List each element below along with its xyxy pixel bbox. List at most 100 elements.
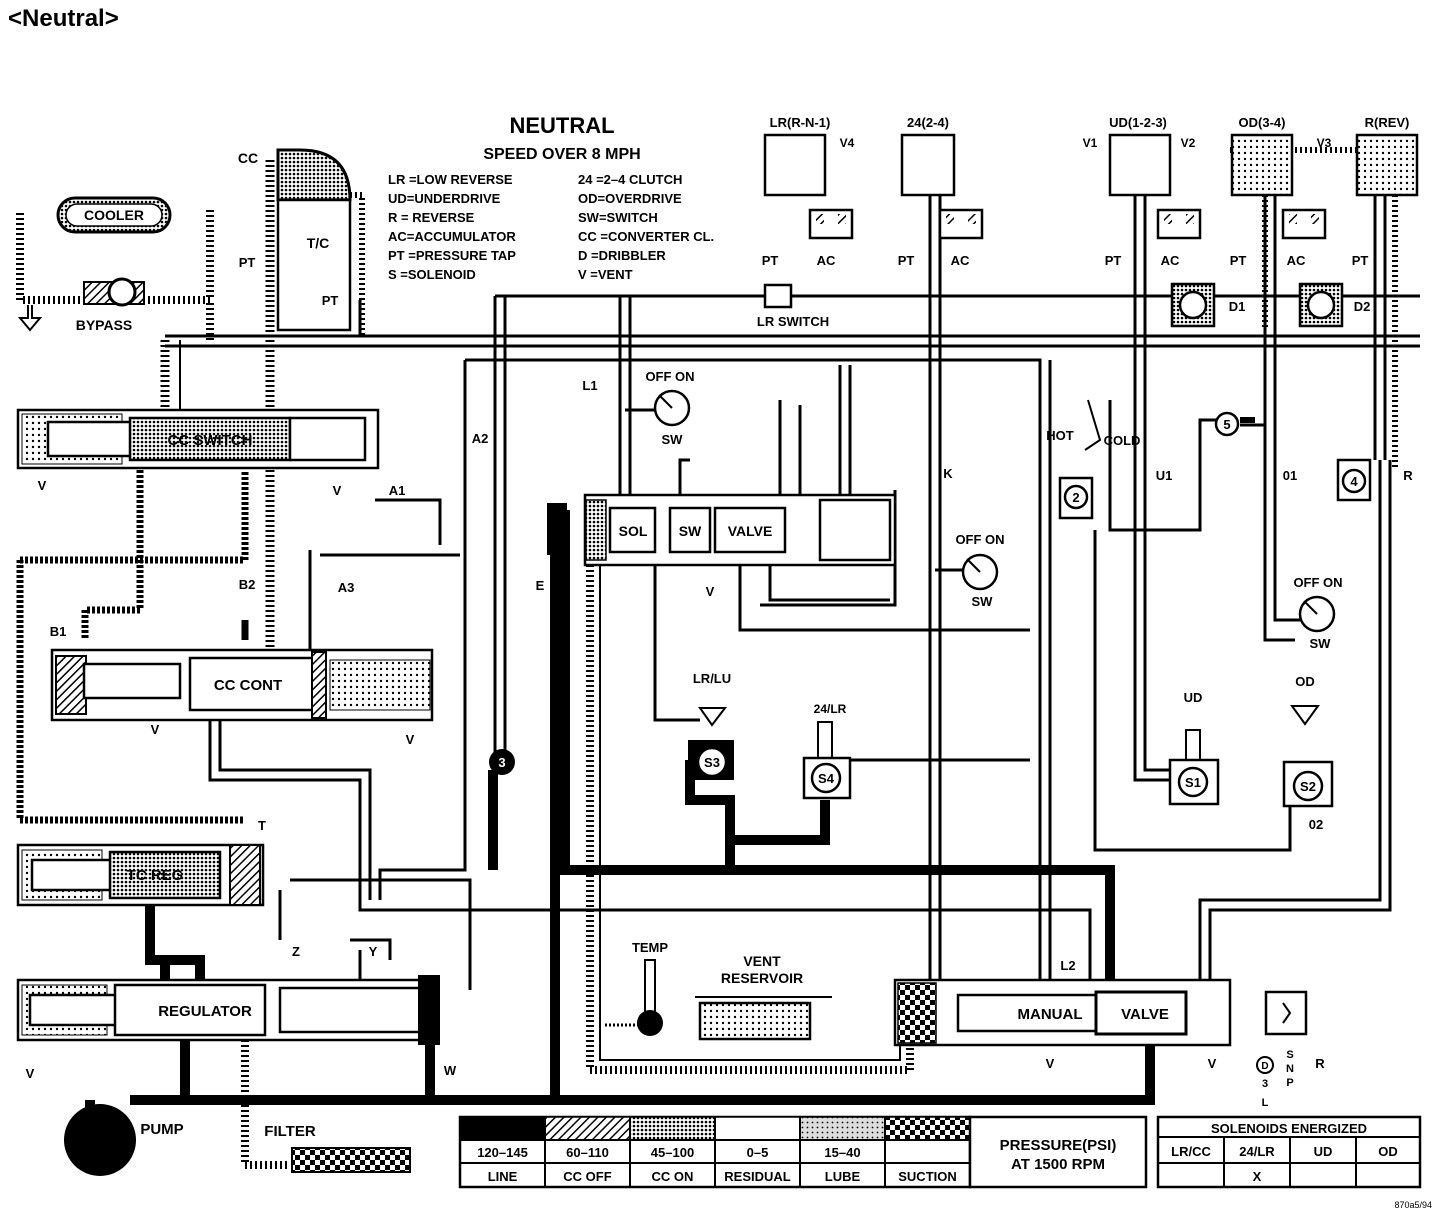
abbrev-od: OD=OVERDRIVE: [578, 191, 682, 206]
check-ball-5-label: 5: [1223, 417, 1230, 432]
gear-r-label: R: [1315, 1056, 1325, 1071]
abbrev-24: 24 =2–4 CLUTCH: [578, 172, 682, 187]
legend-range-2: 45–100: [651, 1145, 694, 1160]
pressure-regulator-valve: REGULATOR V W Z Y: [16, 944, 457, 1081]
clutch-rev: R(REV) PT: [1352, 115, 1419, 268]
cooler-label: COOLER: [84, 207, 144, 223]
abbreviation-legend: LR =LOW REVERSE UD=UNDERDRIVE R = REVERS…: [388, 172, 714, 282]
regulator-vent: V: [26, 1066, 35, 1081]
clutch-lr: LR(R-N-1) V4 PT AC LR SWITCH: [757, 115, 855, 329]
clutch-lr-label: LR(R-N-1): [770, 115, 831, 130]
rev-pt-label: PT: [1352, 253, 1369, 268]
solenoid-s3: LR/LU S3: [688, 671, 734, 780]
abbrev-v: V =VENT: [578, 267, 633, 282]
vent-v2-label: V2: [1181, 136, 1196, 150]
abbrev-cc: CC =CONVERTER CL.: [578, 229, 714, 244]
cc-switch-vent-2: V: [333, 483, 342, 498]
check-ball-3-label: 3: [498, 755, 505, 770]
cold-label: COLD: [1104, 433, 1141, 448]
check-ball-3: 3: [489, 749, 515, 775]
port-l2-label: L2: [1060, 958, 1075, 973]
clutch-rev-label: R(REV): [1365, 115, 1410, 130]
check-ball-4: 4: [1336, 458, 1372, 502]
temp-label: TEMP: [632, 940, 668, 955]
switch-k-offon: OFF ON: [955, 532, 1004, 547]
page-title: <Neutral>: [8, 5, 119, 32]
cc-on-lines: [16, 147, 1420, 650]
legend-swatch-2: [629, 1116, 716, 1141]
gear-l-label: L: [1262, 1097, 1269, 1109]
legend-range-3: 0–5: [747, 1145, 769, 1160]
port-a2-label: A2: [472, 431, 489, 446]
pressure-title-2: AT 1500 RPM: [1011, 1156, 1105, 1173]
vent-v3-label: V3: [1317, 136, 1332, 150]
abbrev-sw: SW=SWITCH: [578, 210, 658, 225]
s2-label: S2: [1300, 779, 1316, 794]
legend-swatch-0: [459, 1116, 546, 1141]
legend-name-4: LUBE: [825, 1169, 861, 1184]
ud-pt-label: PT: [1105, 253, 1122, 268]
dribbler-d2: D2: [1298, 282, 1371, 328]
port-l1-label: L1: [582, 378, 597, 393]
cc-off-lines: [16, 470, 249, 824]
od-ac-label: AC: [1287, 253, 1306, 268]
cc-cont-label: CC CONT: [214, 677, 282, 694]
s4-function-label: 24/LR: [814, 702, 847, 716]
sol-header-lrcc: LR/CC: [1171, 1144, 1211, 1159]
switch-l1-sw: SW: [662, 432, 684, 447]
thermometer-icon: [637, 1010, 663, 1036]
s3-label: S3: [704, 755, 720, 770]
legend-range-1: 60–110: [566, 1145, 609, 1160]
cc-switch-label: CC SWITCH: [168, 432, 253, 449]
port-01-label: 01: [1283, 468, 1297, 483]
solenoids-energized-table: SOLENOIDS ENERGIZED LR/CC 24/LR UD OD X: [1156, 1115, 1422, 1189]
legend-name-3: RESIDUAL: [724, 1169, 791, 1184]
switch-k-sw: SW: [972, 594, 994, 609]
port-02-label: 02: [1309, 817, 1323, 832]
manual-vent-2: V: [1208, 1056, 1217, 1071]
pt-label-tc2: PT: [322, 293, 339, 308]
s3-function-label: LR/LU: [693, 671, 731, 686]
port-b2-label: B2: [239, 577, 256, 592]
legend-swatch-5: [884, 1116, 971, 1141]
filter-label: FILTER: [264, 1123, 316, 1140]
abbrev-ac: AC=ACCUMULATOR: [388, 229, 516, 244]
diagram-subtitle: SPEED OVER 8 MPH: [483, 146, 640, 163]
s4-label: S4: [818, 771, 835, 786]
valve-label: VALVE: [728, 523, 773, 539]
check-ball-icon: [1306, 290, 1336, 320]
manual-label: MANUAL: [1018, 1006, 1083, 1023]
gear-d-icon: [1256, 1056, 1274, 1074]
legend-name-1: CC OFF: [563, 1169, 611, 1184]
gear-p-label: P: [1286, 1077, 1293, 1089]
sol-header-od: OD: [1378, 1144, 1398, 1159]
clutch-ud-label: UD(1-2-3): [1109, 115, 1167, 130]
check-ball-2: 2: [1058, 476, 1094, 520]
dribbler-d2-label: D2: [1354, 299, 1371, 314]
port-b1-label: B1: [50, 624, 67, 639]
port-w-label: W: [444, 1063, 457, 1078]
abbrev-s: S =SOLENOID: [388, 267, 476, 282]
tc-reg-label: TC REG: [127, 867, 184, 884]
lr-ac-label: AC: [817, 253, 836, 268]
abbrev-lr: LR =LOW REVERSE: [388, 172, 513, 187]
s2-function-label: OD: [1295, 674, 1315, 689]
pump-label: PUMP: [140, 1121, 183, 1138]
lr-switch-label: LR SWITCH: [757, 314, 829, 329]
pump-and-filter: PUMP FILTER: [64, 1104, 411, 1176]
legend-name-0: LINE: [488, 1169, 518, 1184]
legend-swatch-4: [799, 1116, 886, 1141]
switch-01-sw: SW: [1310, 636, 1332, 651]
od-pt-label: PT: [1230, 253, 1247, 268]
sol-cell-24lr: X: [1253, 1169, 1262, 1184]
clutch-24: 24(2-4) PT AC: [898, 115, 984, 268]
solenoid-s1: UD S1: [1168, 690, 1220, 806]
lr-switch-valve: [763, 283, 793, 309]
vent-reservoir: TEMP VENT RESERVOIR: [632, 940, 832, 1041]
pressure-switch-l1: L1 OFF ON SW: [582, 369, 694, 447]
cc-cont-vent-1: V: [151, 722, 160, 737]
port-a3-label: A3: [338, 580, 355, 595]
port-a1-label: A1: [389, 483, 406, 498]
